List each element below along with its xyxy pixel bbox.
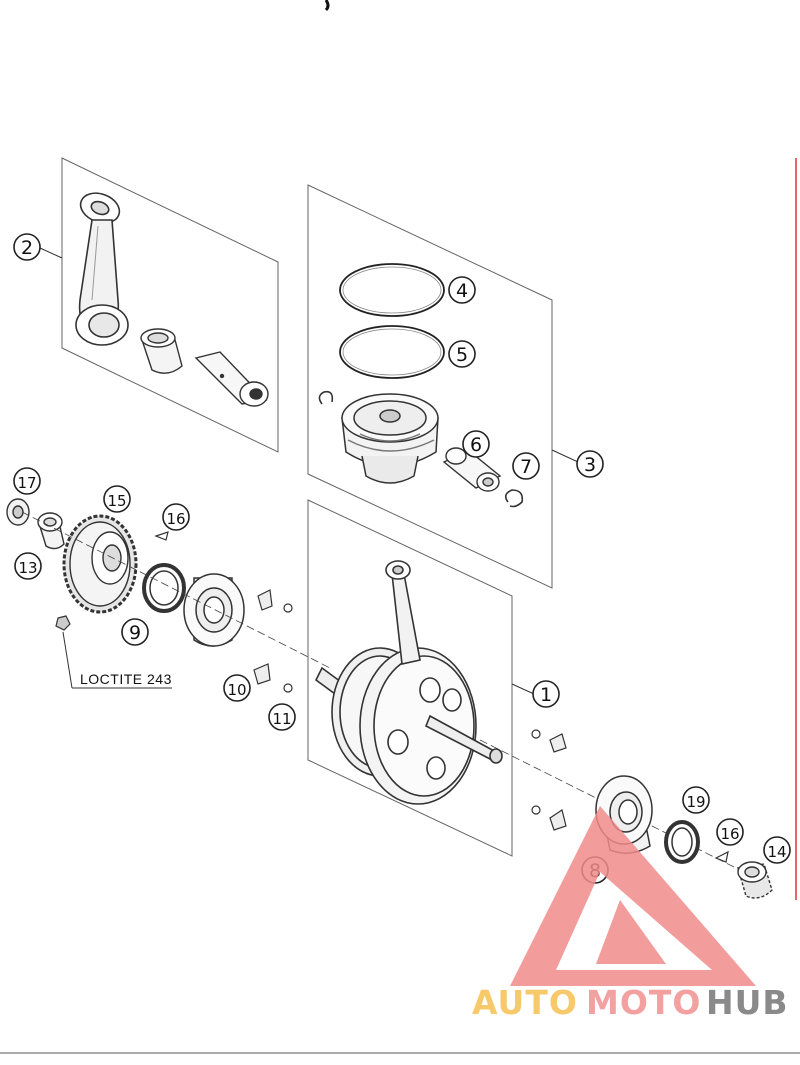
loctite-note: LOCTITE 243 (80, 671, 172, 687)
callout-label: 15 (107, 492, 126, 510)
callout-15: 14 (763, 836, 791, 864)
piston-ring-4 (339, 263, 445, 317)
watermark-moto: MOTO (586, 983, 701, 1022)
piston (341, 393, 439, 484)
bracket-upper (257, 589, 273, 611)
callout-1: 1 (532, 680, 560, 708)
bracket-right-lower (549, 809, 567, 831)
piston-ring-5-inner (342, 328, 442, 376)
piston-ring-5 (339, 325, 445, 379)
callout-16-lower: 16 (716, 818, 744, 846)
callout-6: 6 (462, 430, 490, 458)
screw-11 (283, 683, 293, 693)
callout-label: 7 (520, 456, 532, 478)
leader-2 (39, 247, 63, 259)
callout-14: 15 (103, 485, 131, 513)
bracket-10 (253, 663, 271, 685)
woodruff-key-16a (154, 531, 169, 541)
leader-3 (551, 449, 579, 463)
callout-label: 14 (767, 843, 786, 861)
callout-label: 4 (456, 280, 468, 302)
callout-17: 17 (13, 467, 41, 495)
callout-label: 3 (584, 454, 596, 476)
callout-2: 2 (13, 233, 41, 261)
top-edge-mark (324, 0, 330, 12)
callout-label: 10 (227, 681, 246, 699)
callout-label: 6 (470, 434, 482, 456)
gear-15 (737, 861, 773, 899)
callout-3: 3 (576, 450, 604, 478)
bearing-left (183, 573, 245, 647)
woodruff-key-16b (714, 850, 729, 863)
callout-label: 9 (129, 622, 141, 644)
screw-right-lower (531, 805, 541, 815)
crankshaft-panel (307, 499, 513, 857)
callout-label: 16 (720, 825, 739, 843)
small-end-bearing (140, 328, 183, 374)
nut-small (55, 615, 71, 631)
callout-9: 9 (121, 618, 149, 646)
piston-ring-4-inner (342, 266, 442, 314)
watermark-hub: HUB (706, 983, 789, 1022)
circlip-left (318, 390, 334, 405)
leader-1 (511, 683, 535, 695)
callout-label: 1 (540, 684, 552, 706)
connecting-rod (75, 192, 129, 346)
loctite-leader-v (62, 631, 73, 689)
crankshaft (314, 560, 503, 805)
callout-19: 19 (682, 786, 710, 814)
callout-7: 7 (512, 452, 540, 480)
callout-label: 11 (272, 710, 291, 728)
callout-label: 2 (21, 237, 33, 259)
piston-panel (307, 184, 553, 589)
callout-13: 13 (14, 552, 42, 580)
callout-label: 13 (18, 559, 37, 577)
piston-pin-6 (442, 447, 502, 492)
callout-10: 10 (223, 674, 251, 702)
gear-14 (62, 514, 138, 614)
oil-seal-19 (664, 820, 700, 864)
axis-line-left (21, 511, 331, 669)
spacer-17 (6, 498, 30, 526)
piston-pin (194, 351, 269, 407)
callout-4: 4 (448, 276, 476, 304)
callout-5: 5 (448, 340, 476, 368)
circlip-right (504, 489, 524, 508)
callout-11: 11 (268, 703, 296, 731)
screw-right-upper (531, 729, 541, 739)
connecting-rod-panel (61, 157, 279, 453)
watermark-text: AUTO MOTO HUB (472, 983, 789, 1022)
bracket-right-upper (549, 733, 567, 753)
callout-label: 17 (17, 474, 36, 492)
callout-label: 5 (456, 344, 468, 366)
watermark-auto: AUTO (472, 983, 578, 1022)
spacer-13 (37, 512, 65, 550)
callout-16-upper: 16 (162, 503, 190, 531)
oil-seal-9 (142, 563, 186, 613)
watermark-triangle-icon (510, 806, 756, 986)
screw-upper (283, 603, 293, 613)
callout-label: 16 (166, 510, 185, 528)
callout-label: 19 (686, 793, 705, 811)
